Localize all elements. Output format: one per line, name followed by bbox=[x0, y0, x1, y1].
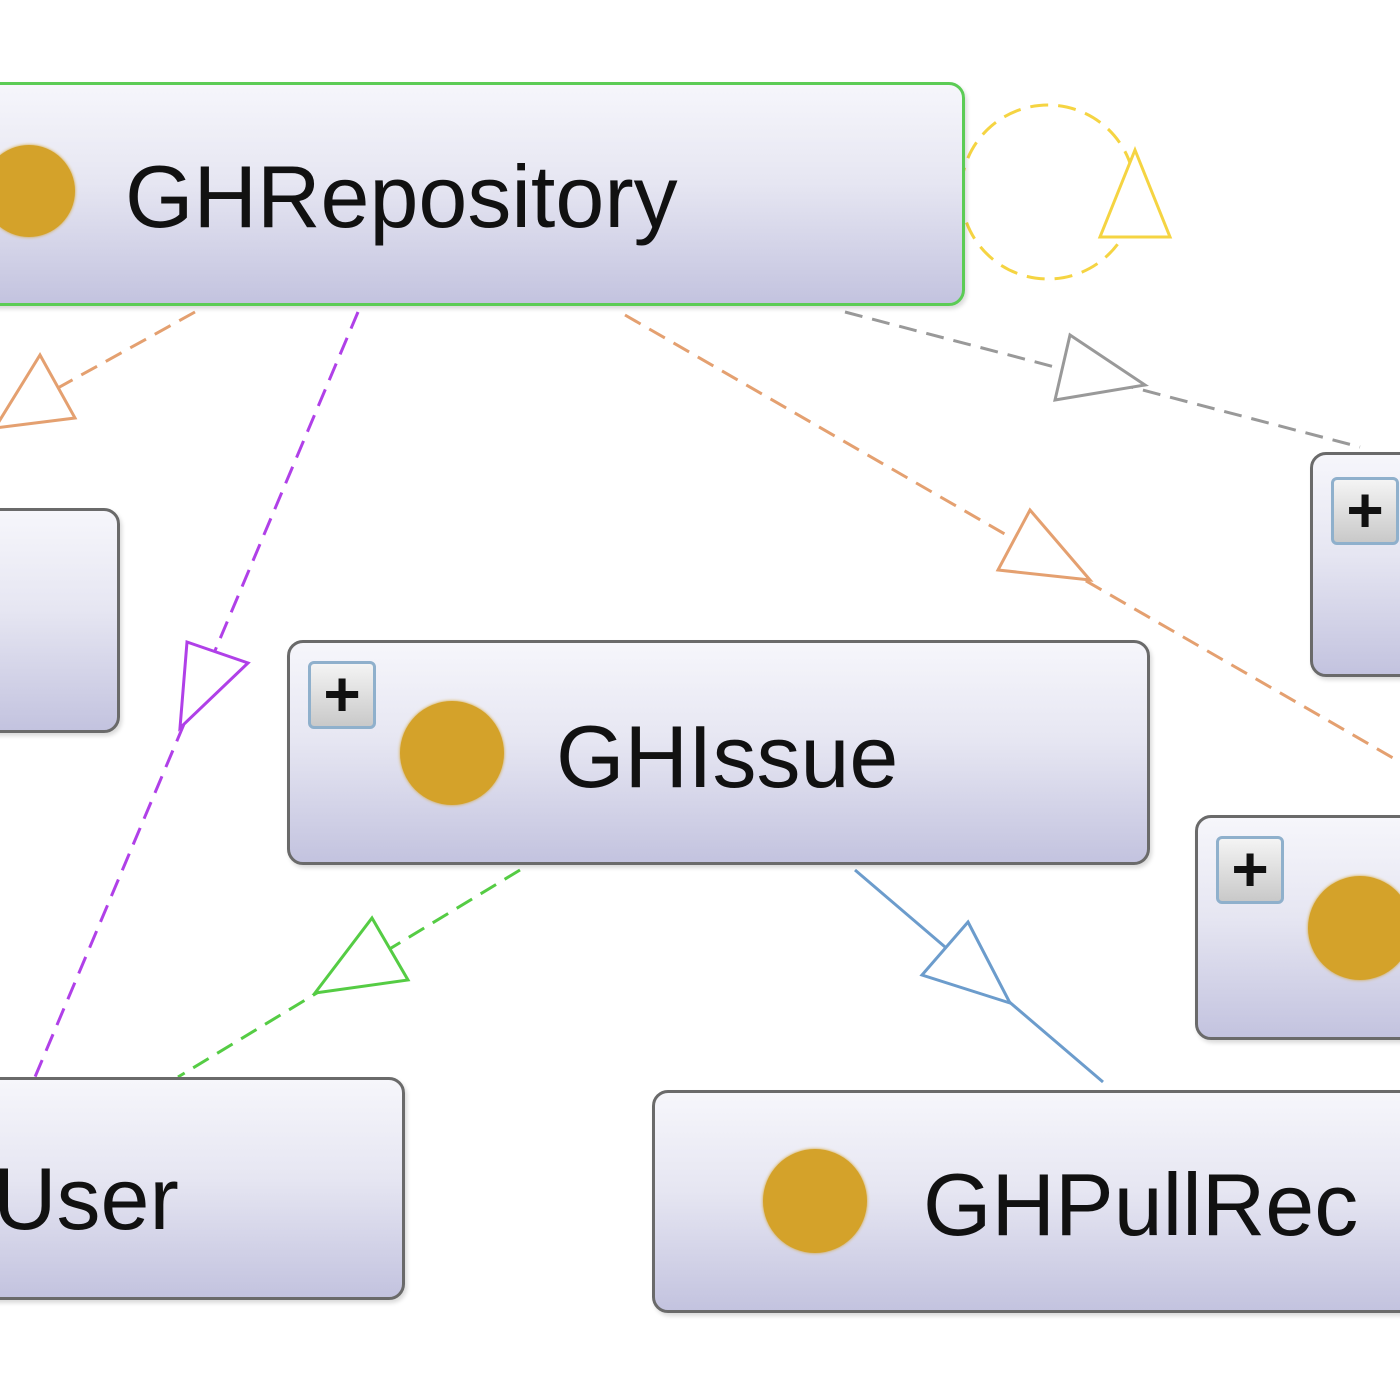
class-icon bbox=[0, 145, 75, 237]
edge-self-loop-repository[interactable] bbox=[959, 103, 1137, 281]
node-ghpullrequest[interactable]: GHPullRec bbox=[652, 1090, 1400, 1313]
arrowhead-issue-user bbox=[311, 915, 411, 995]
arrowhead-repository-right-mid bbox=[995, 507, 1094, 582]
node-label: User bbox=[0, 1149, 179, 1248]
arrowhead-self-loop bbox=[1097, 145, 1173, 239]
arrowhead-repository-left bbox=[0, 352, 78, 429]
node-user[interactable]: User bbox=[0, 1077, 405, 1300]
class-icon bbox=[1308, 876, 1400, 980]
arrowhead-repository-user bbox=[178, 639, 251, 732]
node-ghrepository[interactable]: GHRepository bbox=[0, 82, 965, 306]
node-ghissue[interactable]: + GHIssue bbox=[287, 640, 1150, 865]
class-icon bbox=[763, 1149, 867, 1253]
edge-repository-right-mid[interactable] bbox=[624, 313, 1400, 764]
expand-button[interactable]: + bbox=[1216, 836, 1284, 904]
node-right-top-partial[interactable]: + bbox=[1310, 452, 1400, 677]
node-label: GHRepository bbox=[125, 147, 678, 246]
arrowhead-repository-right-top bbox=[1053, 332, 1149, 402]
class-icon bbox=[400, 701, 504, 805]
node-right-mid-partial[interactable]: + bbox=[1195, 815, 1400, 1040]
node-label: GHIssue bbox=[556, 707, 899, 806]
node-label: GHPullRec bbox=[923, 1155, 1359, 1254]
expand-button[interactable]: + bbox=[308, 661, 376, 729]
arrowhead-issue-pullrequest bbox=[919, 919, 1014, 1006]
node-left-partial[interactable] bbox=[0, 508, 120, 733]
expand-button[interactable]: + bbox=[1331, 477, 1399, 545]
